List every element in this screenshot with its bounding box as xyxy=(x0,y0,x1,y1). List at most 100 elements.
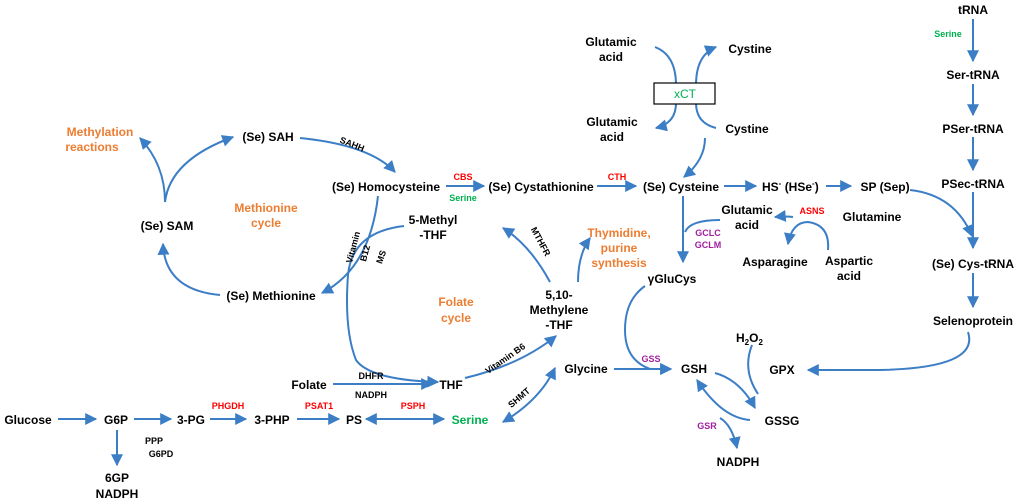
node-pser-trna: PSer-tRNA xyxy=(942,122,1004,136)
arrow-5methyl-ms-thf xyxy=(346,225,440,388)
enzyme-asns: ASNS xyxy=(799,206,824,216)
enzyme-cth: CTH xyxy=(608,172,627,182)
enzyme-nadph-dhfr: NADPH xyxy=(355,390,387,400)
arrow-methylene-5methyl xyxy=(501,227,551,283)
arrow-methylene-thymidine xyxy=(577,237,591,283)
enzyme-gclc: GCLC xyxy=(695,228,721,238)
label-thymidine-2: purine xyxy=(601,241,638,255)
enzyme-cbs-serine: Serine xyxy=(449,193,477,203)
node-gssg: GSSG xyxy=(765,414,800,428)
node-hs-hse: HS- (HSe-) xyxy=(762,179,819,194)
node-glutamic-acid-right-2: acid xyxy=(735,218,759,232)
node-asparagine: Asparagine xyxy=(742,255,808,269)
label-methionine-1: Methionine xyxy=(234,201,298,215)
label-methylation-1: Methylation xyxy=(67,125,134,139)
node-methylene-1: 5,10- xyxy=(545,288,572,302)
enzyme-psat1: PSAT1 xyxy=(305,401,333,411)
node-3php: 3-PHP xyxy=(254,413,289,427)
cycle-labels: Methylation reactions Methionine cycle F… xyxy=(65,125,650,325)
node-5methyl-1: 5-Methyl xyxy=(409,213,458,227)
arrow-gssg-gsh-gsr xyxy=(696,378,751,421)
node-sah: (Se) SAH xyxy=(242,130,293,144)
arrow-sah-homocysteine xyxy=(299,137,396,173)
node-glutamic-acid-top-2: acid xyxy=(599,50,623,64)
arrow-sam-sah xyxy=(164,135,235,203)
node-cystathionine: (Se) Cystathionine xyxy=(488,180,594,194)
enzyme-ms: MS xyxy=(374,249,388,265)
enzyme-g6pd: G6PD xyxy=(149,449,174,459)
label-methionine-2: cycle xyxy=(251,216,281,230)
node-methionine: (Se) Methionine xyxy=(226,289,316,303)
node-cystine-mid: Cystine xyxy=(725,122,769,136)
metabolite-labels: Glucose G6P 3-PG 3-PHP PS 6GP NADPH Fola… xyxy=(4,3,1014,501)
node-trna: tRNA xyxy=(958,3,988,17)
enzyme-sahh: SAHH xyxy=(338,135,365,154)
arrow-glutamic-gglucys xyxy=(684,219,721,233)
node-cysteine: (Se) Cysteine xyxy=(643,180,719,194)
arrow-sam-methylation xyxy=(139,137,166,203)
label-thymidine-1: Thymidine, xyxy=(587,226,650,240)
node-folate: Folate xyxy=(291,378,327,392)
arrow-cystine-cysteine xyxy=(683,137,706,178)
enzyme-shmt: SHMT xyxy=(506,385,532,409)
enzyme-xct: xCT xyxy=(674,87,697,101)
node-cys-trna: (Se) Cys-tRNA xyxy=(932,257,1014,271)
enzyme-cbs: CBS xyxy=(453,172,472,182)
node-methylene-2: Methylene xyxy=(530,303,589,317)
reaction-arrows xyxy=(58,19,979,467)
xct-box xyxy=(653,82,716,105)
node-thf: THF xyxy=(439,378,462,392)
enzyme-psph: PSPH xyxy=(401,401,426,411)
label-folate-1: Folate xyxy=(438,295,474,309)
node-gglucys: γGluCys xyxy=(648,272,697,286)
arrow-gsr-nadph xyxy=(719,417,741,450)
node-h2o2: H2O2 xyxy=(736,331,763,347)
label-methylation-2: reactions xyxy=(65,140,119,154)
enzyme-gclm: GCLM xyxy=(695,240,722,250)
arrow-gsh-gssg-gpx xyxy=(714,372,756,410)
node-psec-trna: PSec-tRNA xyxy=(941,177,1005,191)
node-gpx: GPX xyxy=(769,363,794,377)
arrow-methionine-sam xyxy=(157,242,221,296)
node-glycine: Glycine xyxy=(564,362,608,376)
node-glutamic-acid-mid-2: acid xyxy=(600,130,624,144)
arrow-h2o2-gpx xyxy=(747,344,759,395)
node-sp-sep: SP (Sep) xyxy=(860,180,909,194)
enzyme-labels-red: CBS CTH PHGDH PSAT1 PSPH ASNS xyxy=(212,172,825,411)
node-aspartic-1: Aspartic xyxy=(825,254,873,268)
node-serine-main: Serine xyxy=(452,413,489,427)
node-cystine-top: Cystine xyxy=(728,42,772,56)
node-selenoprotein: Selenoprotein xyxy=(933,314,1013,328)
node-glutamine: Glutamine xyxy=(843,210,902,224)
node-glutamic-acid-top-1: Glutamic xyxy=(585,35,637,49)
arrow-selenoprotein-gpx xyxy=(806,331,971,376)
node-glutamic-acid-right-1: Glutamic xyxy=(721,203,773,217)
arrow-sp-cystrna xyxy=(909,189,974,238)
enzyme-vitamin-2: B12 xyxy=(358,244,372,263)
node-homocysteine: (Se) Homocysteine xyxy=(332,180,440,194)
node-glutamic-acid-mid-1: Glutamic xyxy=(586,115,638,129)
node-5methyl-2: -THF xyxy=(419,228,446,242)
node-6gp: 6GP xyxy=(105,471,129,485)
node-nadph-bottom: NADPH xyxy=(96,487,139,501)
node-gsh: GSH xyxy=(681,362,707,376)
enzyme-labels-green: Serine Serine xyxy=(449,29,962,203)
arrow-serine-glycine xyxy=(501,366,556,423)
enzyme-phgdh: PHGDH xyxy=(212,401,245,411)
enzyme-mthfr: MTHFR xyxy=(529,225,553,258)
arrow-gglucys-gsh xyxy=(623,285,673,375)
enzyme-ppp: PPP xyxy=(145,436,163,446)
node-glucose: Glucose xyxy=(4,413,52,427)
enzyme-dhfr: DHFR xyxy=(359,371,384,381)
label-thymidine-3: synthesis xyxy=(591,256,647,270)
arrow-aspartic-asparagine xyxy=(784,220,830,251)
label-folate-2: cycle xyxy=(441,311,471,325)
node-nadph-gsr: NADPH xyxy=(717,455,760,469)
arrow-homocysteine-methionine xyxy=(320,195,379,294)
node-aspartic-2: acid xyxy=(837,269,861,283)
enzyme-trna-serine: Serine xyxy=(934,29,962,39)
node-ps: PS xyxy=(346,413,362,427)
enzyme-gss: GSS xyxy=(641,354,660,364)
